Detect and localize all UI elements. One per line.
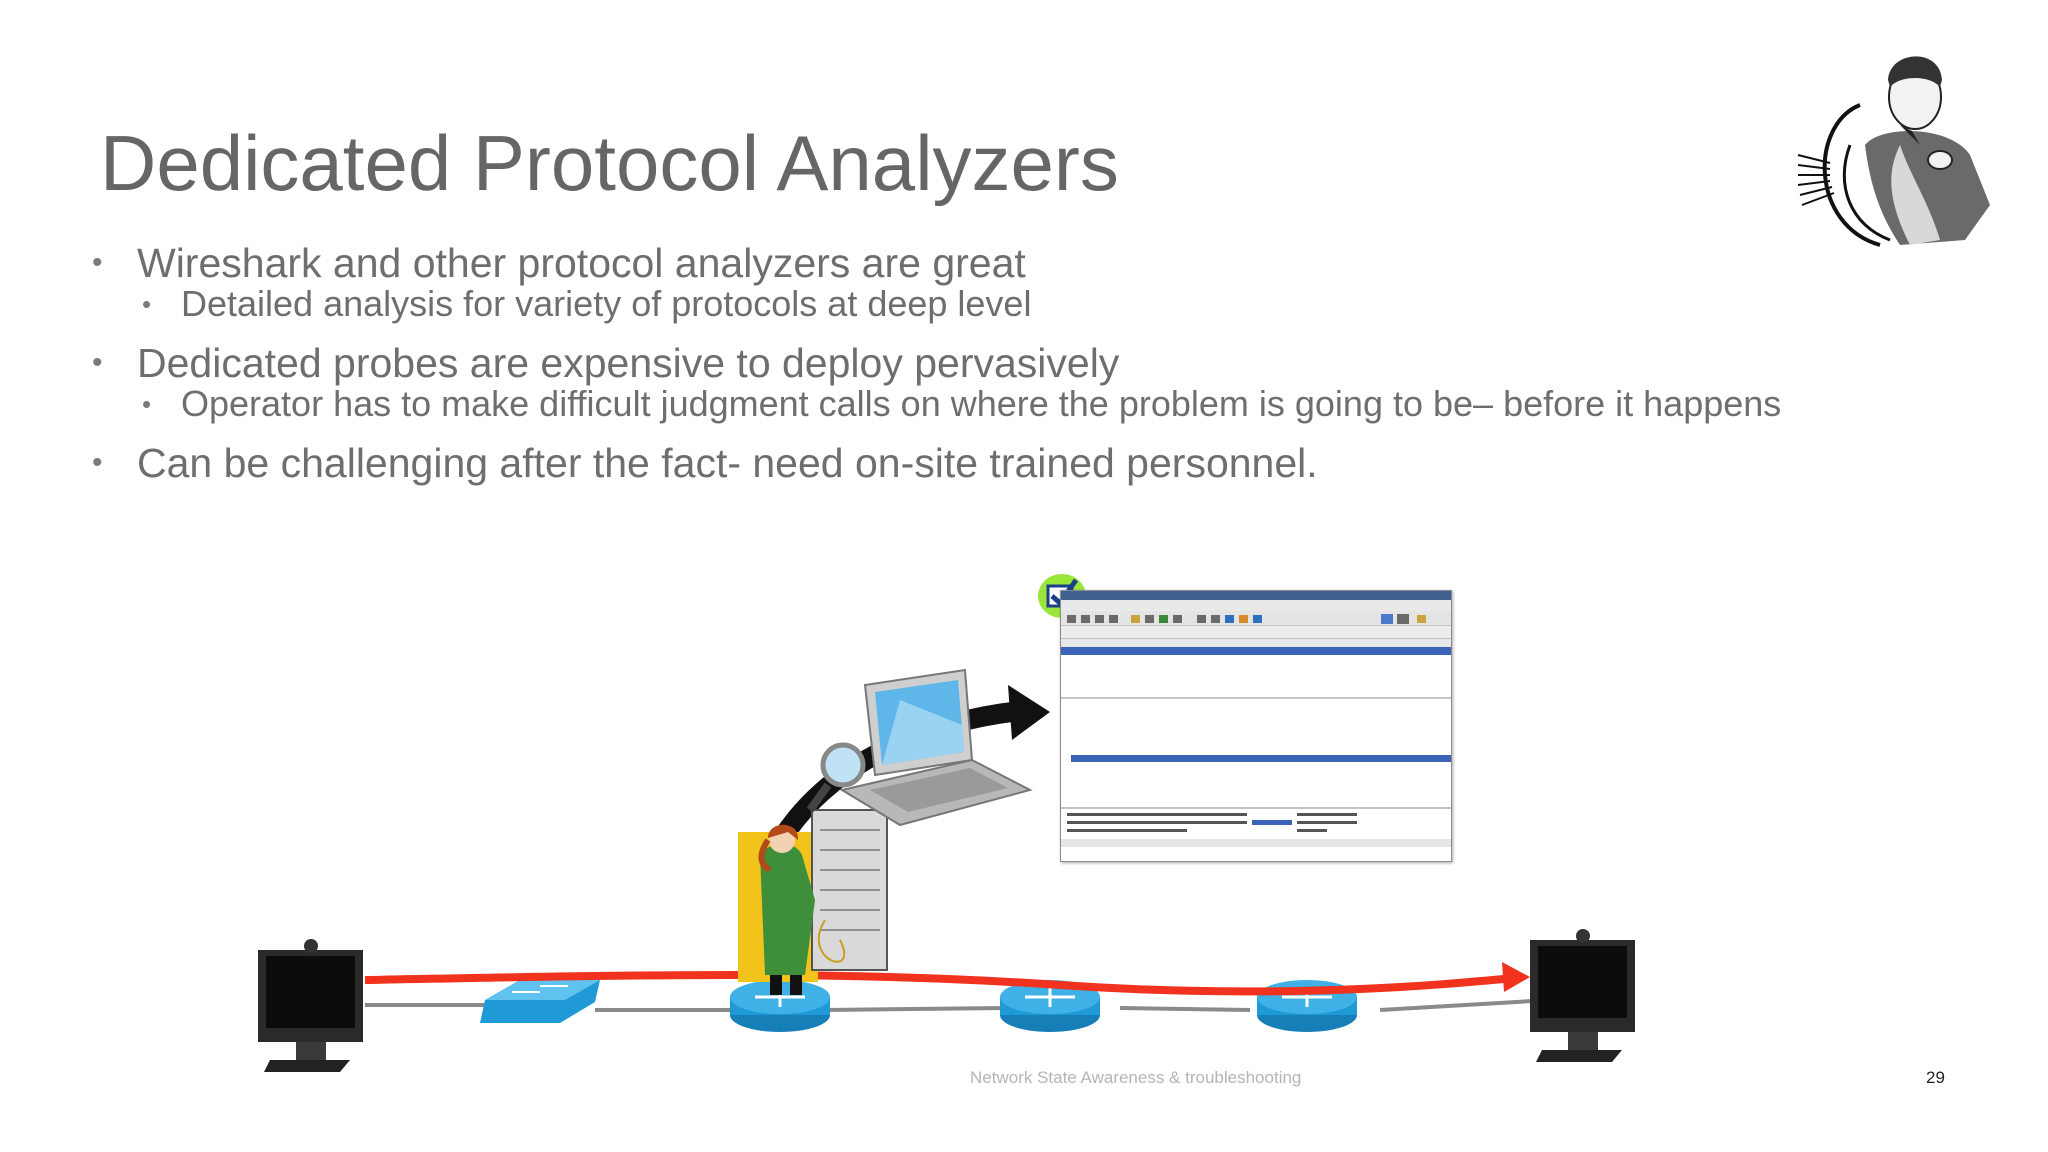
router-icon [730,980,830,1032]
menu-bar [1061,600,1451,611]
network-links [365,998,1551,1012]
laptop-icon [839,668,1033,827]
bullet-list: Wireshark and other protocol analyzers a… [92,240,1812,486]
presenter-icon [1797,56,1990,247]
packet-row [1061,679,1451,687]
filter-bar [1061,626,1451,639]
bullet-item: Wireshark and other protocol analyzers a… [92,240,1812,286]
network-diagram [258,668,1635,1072]
packet-bytes [1061,809,1451,839]
packet-row [1061,663,1451,671]
toolbar [1061,611,1451,626]
video-endpoint-icon [1530,929,1635,1062]
video-endpoint-icon [258,939,363,1072]
slide-footer: Network State Awareness & troubleshootin… [970,1068,1302,1087]
slide-title: Dedicated Protocol Analyzers [100,119,1119,207]
magnifier-icon [806,742,866,813]
packet-list-header [1061,639,1451,647]
traffic-path [364,971,1516,996]
sub-bullet-item: Detailed analysis for variety of protoco… [92,286,1812,323]
status-bar [1061,839,1451,847]
sub-bullet-item: Operator has to make difficult judgment … [92,386,1812,423]
packet-row [1061,671,1451,679]
switch-icon [480,980,600,1023]
packet-details [1061,699,1451,809]
packet-row [1061,655,1451,663]
wireshark-window [1060,590,1452,862]
page-number: 29 [1926,1068,1945,1087]
bullet-item: Can be challenging after the fact- need … [92,440,1812,486]
window-titlebar [1061,591,1451,600]
packet-row [1061,687,1451,695]
packet-list [1061,639,1451,699]
technician-icon [738,809,888,995]
bullet-item: Dedicated probes are expensive to deploy… [92,340,1812,386]
packet-row [1061,647,1451,655]
